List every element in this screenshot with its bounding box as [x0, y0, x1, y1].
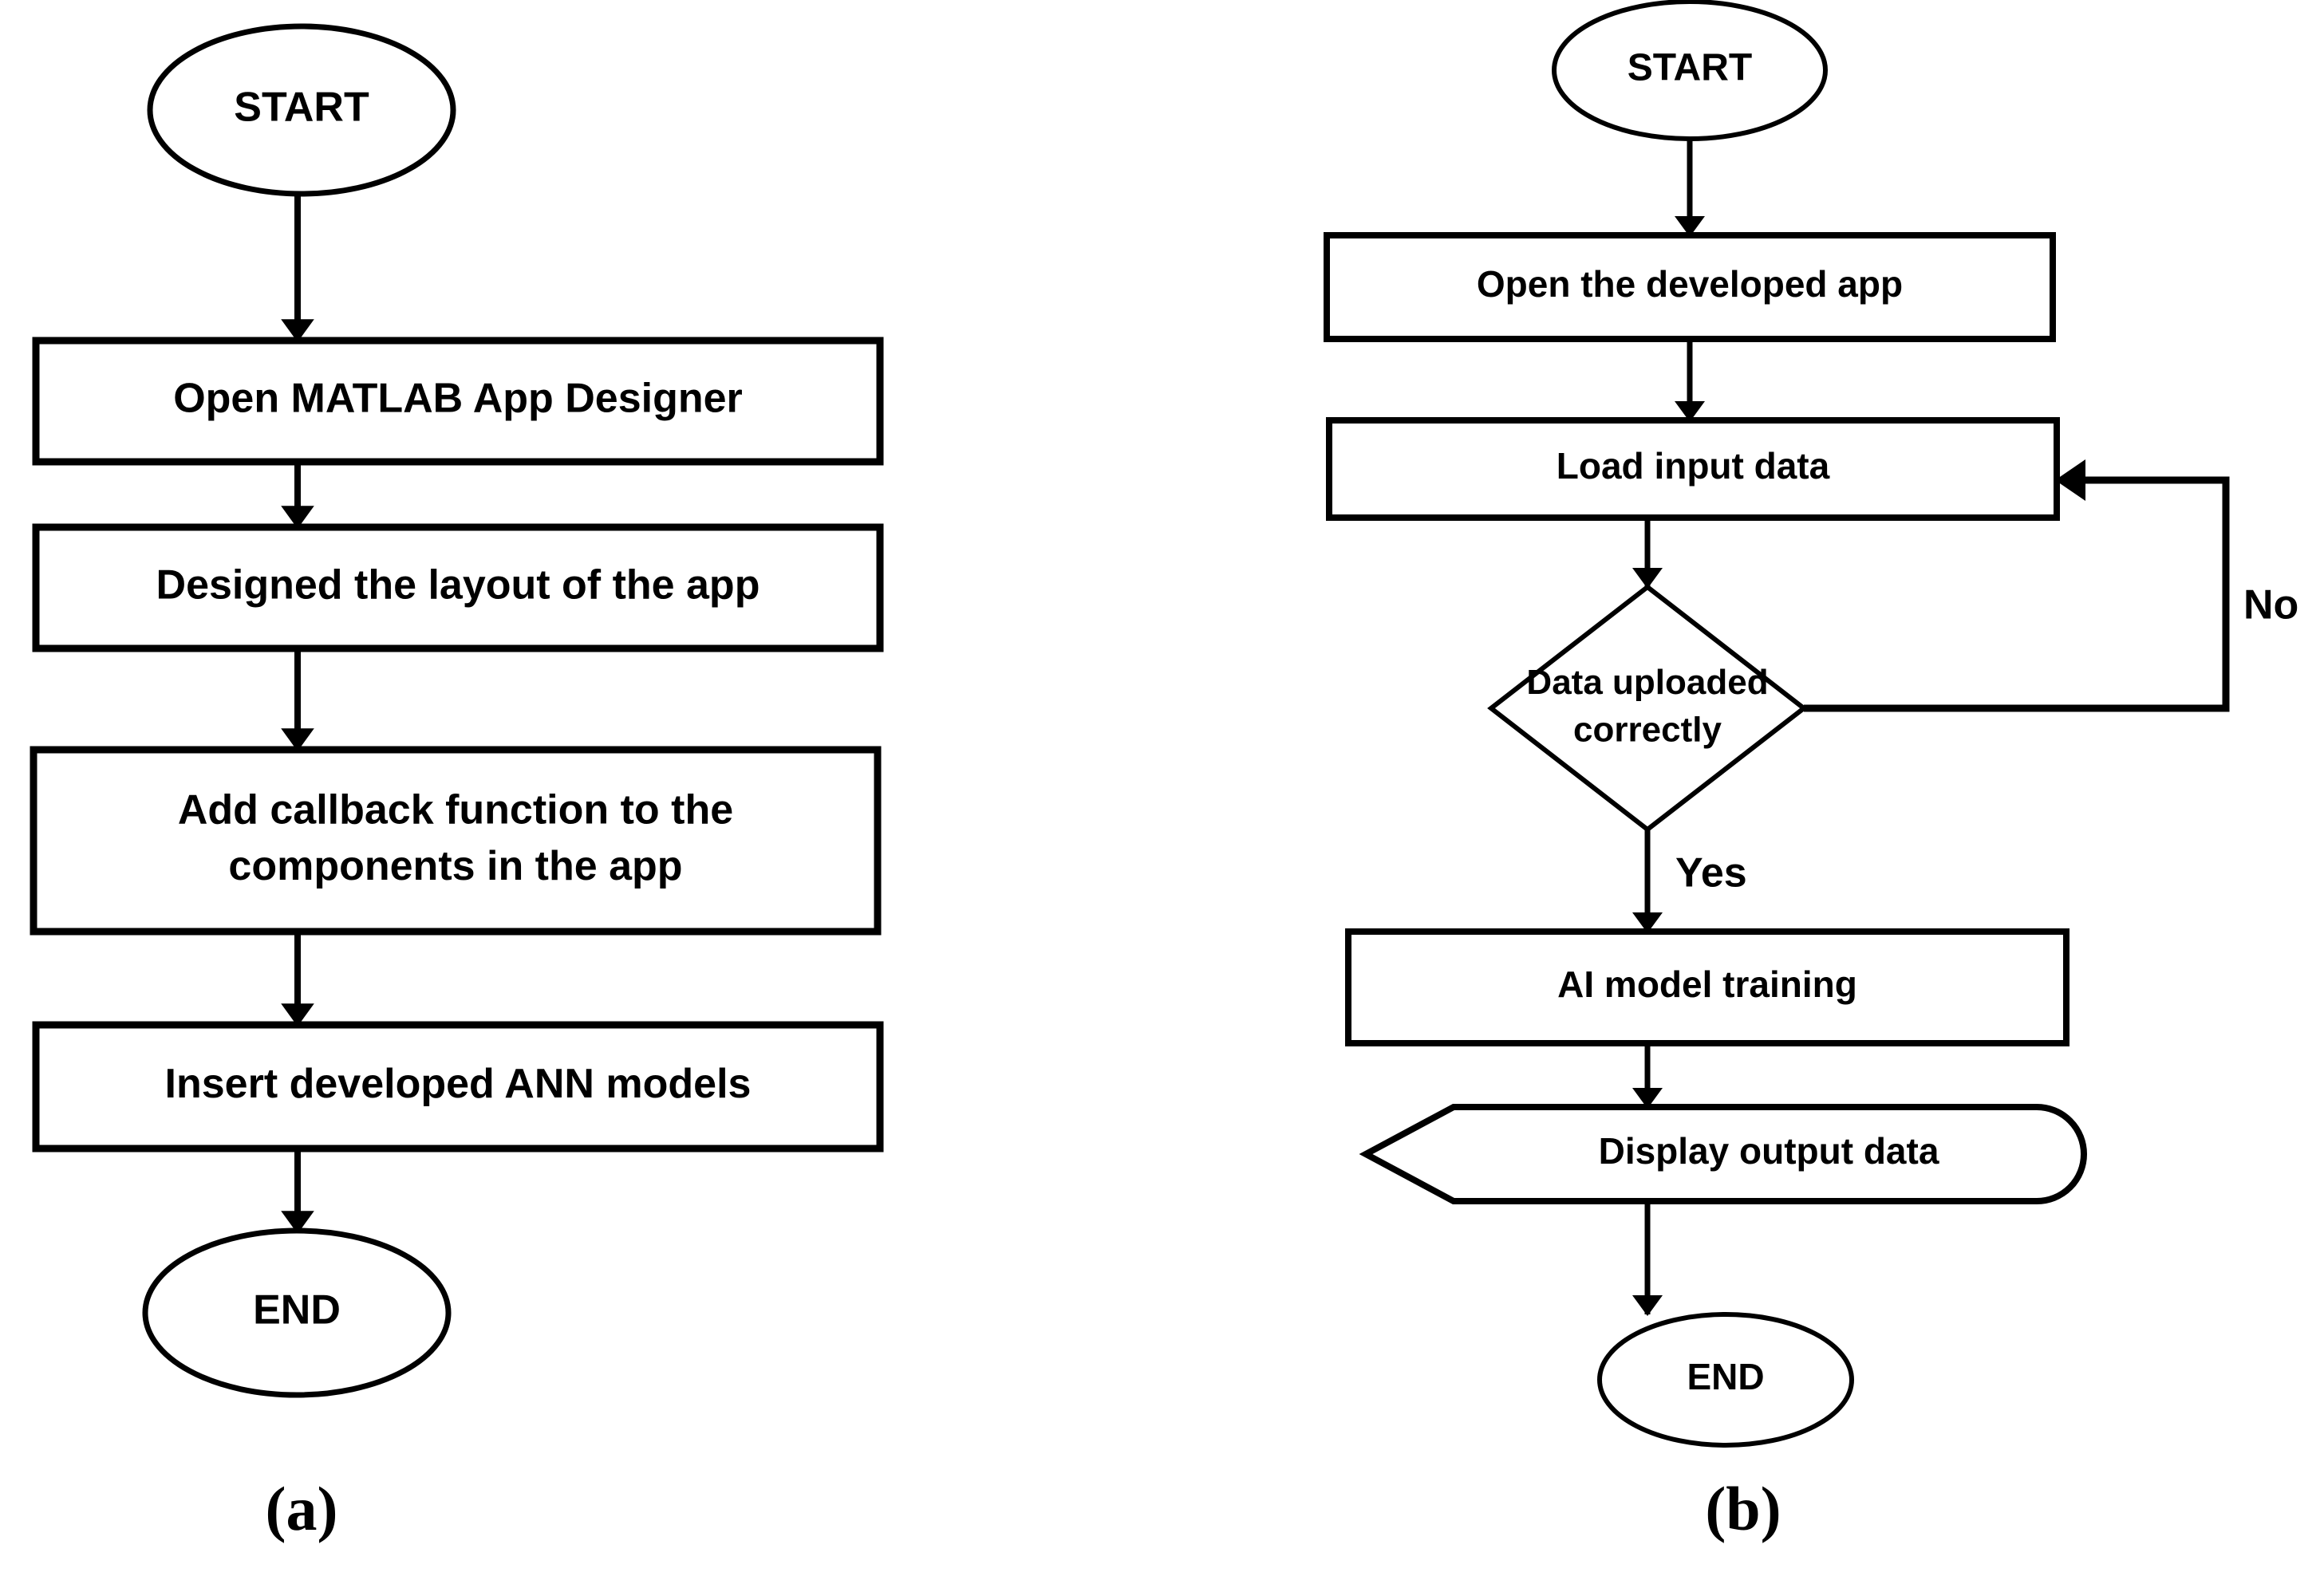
arrow-head-icon	[281, 728, 314, 751]
arrow-head-icon	[1632, 568, 1663, 589]
terminator-ellipse-shape	[147, 23, 456, 197]
connector-a-insert-ann-to-a-end	[281, 1149, 314, 1234]
process-rect-shape	[30, 746, 882, 936]
connector-b-ai-training-to-b-display-output	[1632, 1043, 1663, 1109]
node-a-design-layout[interactable]: Designed the layout of the app	[32, 523, 884, 652]
display-output-shape	[1359, 1104, 2087, 1204]
arrow-head-icon	[1675, 401, 1705, 422]
node-a-start[interactable]: START	[147, 23, 456, 197]
b-open-app-label: Open the developed app	[1477, 263, 1903, 305]
arrow-head-icon	[281, 319, 314, 342]
b-end-label: END	[1687, 1356, 1764, 1397]
feedback-loop-b-decision-to-b-load-data	[1804, 459, 2230, 712]
arrow-head-icon	[1675, 216, 1705, 237]
a-end-label: END	[253, 1287, 341, 1334]
connector-b-display-output-to-b-end	[1632, 1201, 1663, 1316]
connector-b-start-to-b-open-app	[1675, 139, 1705, 237]
a-insert-ann-label: Insert developed ANN models	[165, 1061, 752, 1107]
b-load-data-label: Load input data	[1557, 445, 1830, 487]
a-add-callback-label: components in the app	[228, 843, 682, 889]
connector-b-decision-to-b-ai-training	[1632, 829, 1663, 933]
panel-caption-panel-b: (b)	[1705, 1474, 1781, 1543]
arrow-head-icon	[281, 1211, 314, 1234]
edge-label-no: No	[2243, 582, 2298, 628]
connector-a-add-callback-to-a-insert-ann	[281, 932, 314, 1026]
process-rect-shape	[32, 1021, 884, 1152]
terminator-ellipse-shape	[1552, 0, 1828, 141]
node-b-open-app[interactable]: Open the developed app	[1324, 232, 2056, 342]
arrow-head-icon	[281, 1003, 314, 1026]
arrow-head-icon	[1632, 1088, 1663, 1109]
terminator-ellipse-shape	[142, 1227, 452, 1398]
a-start-label: START	[234, 85, 369, 131]
node-b-ai-training[interactable]: AI model training	[1345, 928, 2070, 1046]
node-b-end[interactable]: END	[1597, 1312, 1854, 1448]
arrow-head-icon	[2055, 459, 2085, 501]
process-rect-shape	[1345, 928, 2070, 1046]
process-rect-shape	[1326, 417, 2060, 521]
connector-a-open-app-designer-to-a-design-layout	[281, 462, 314, 529]
node-a-open-app-designer[interactable]: Open MATLAB App Designer	[32, 337, 884, 466]
connector-a-design-layout-to-a-add-callback	[281, 648, 314, 751]
node-b-load-data[interactable]: Load input data	[1326, 417, 2060, 521]
feedback-loop-line	[1804, 476, 2230, 712]
connector-a-start-to-a-open-app-designer	[281, 194, 314, 342]
a-add-callback-label: Add callback function to the	[178, 787, 733, 833]
a-design-layout-label: Designed the layout of the app	[156, 562, 760, 609]
a-open-app-designer-label: Open MATLAB App Designer	[173, 376, 743, 422]
node-b-display-output[interactable]: Display output data	[1359, 1104, 2087, 1204]
node-b-decision[interactable]: Data uploaded correctly	[1487, 584, 1808, 833]
b-start-label: START	[1628, 47, 1752, 89]
arrow-head-icon	[1632, 912, 1663, 933]
connector-b-load-data-to-b-decision	[1632, 518, 1663, 589]
node-a-insert-ann[interactable]: Insert developed ANN models	[32, 1021, 884, 1152]
terminator-ellipse-shape	[1597, 1312, 1854, 1448]
node-a-end[interactable]: END	[142, 1227, 452, 1398]
decision-diamond-shape	[1487, 584, 1808, 833]
b-decision-label: Data uploaded	[1526, 663, 1768, 702]
arrow-head-icon	[1632, 1295, 1663, 1316]
edge-label-yes: Yes	[1675, 850, 1747, 896]
b-ai-training-label: AI model training	[1557, 963, 1857, 1005]
node-a-add-callback[interactable]: Add callback function to the components i…	[30, 746, 882, 936]
process-rect-shape	[32, 523, 884, 652]
node-b-start[interactable]: START	[1552, 0, 1828, 141]
panel-caption-panel-a: (a)	[266, 1474, 338, 1543]
b-display-output-label: Display output data	[1599, 1130, 1939, 1172]
process-rect-shape	[1324, 232, 2056, 342]
connector-b-open-app-to-b-load-data	[1675, 339, 1705, 422]
b-decision-label: correctly	[1573, 710, 1722, 749]
arrow-head-icon	[281, 506, 314, 529]
process-rect-shape	[32, 337, 884, 466]
